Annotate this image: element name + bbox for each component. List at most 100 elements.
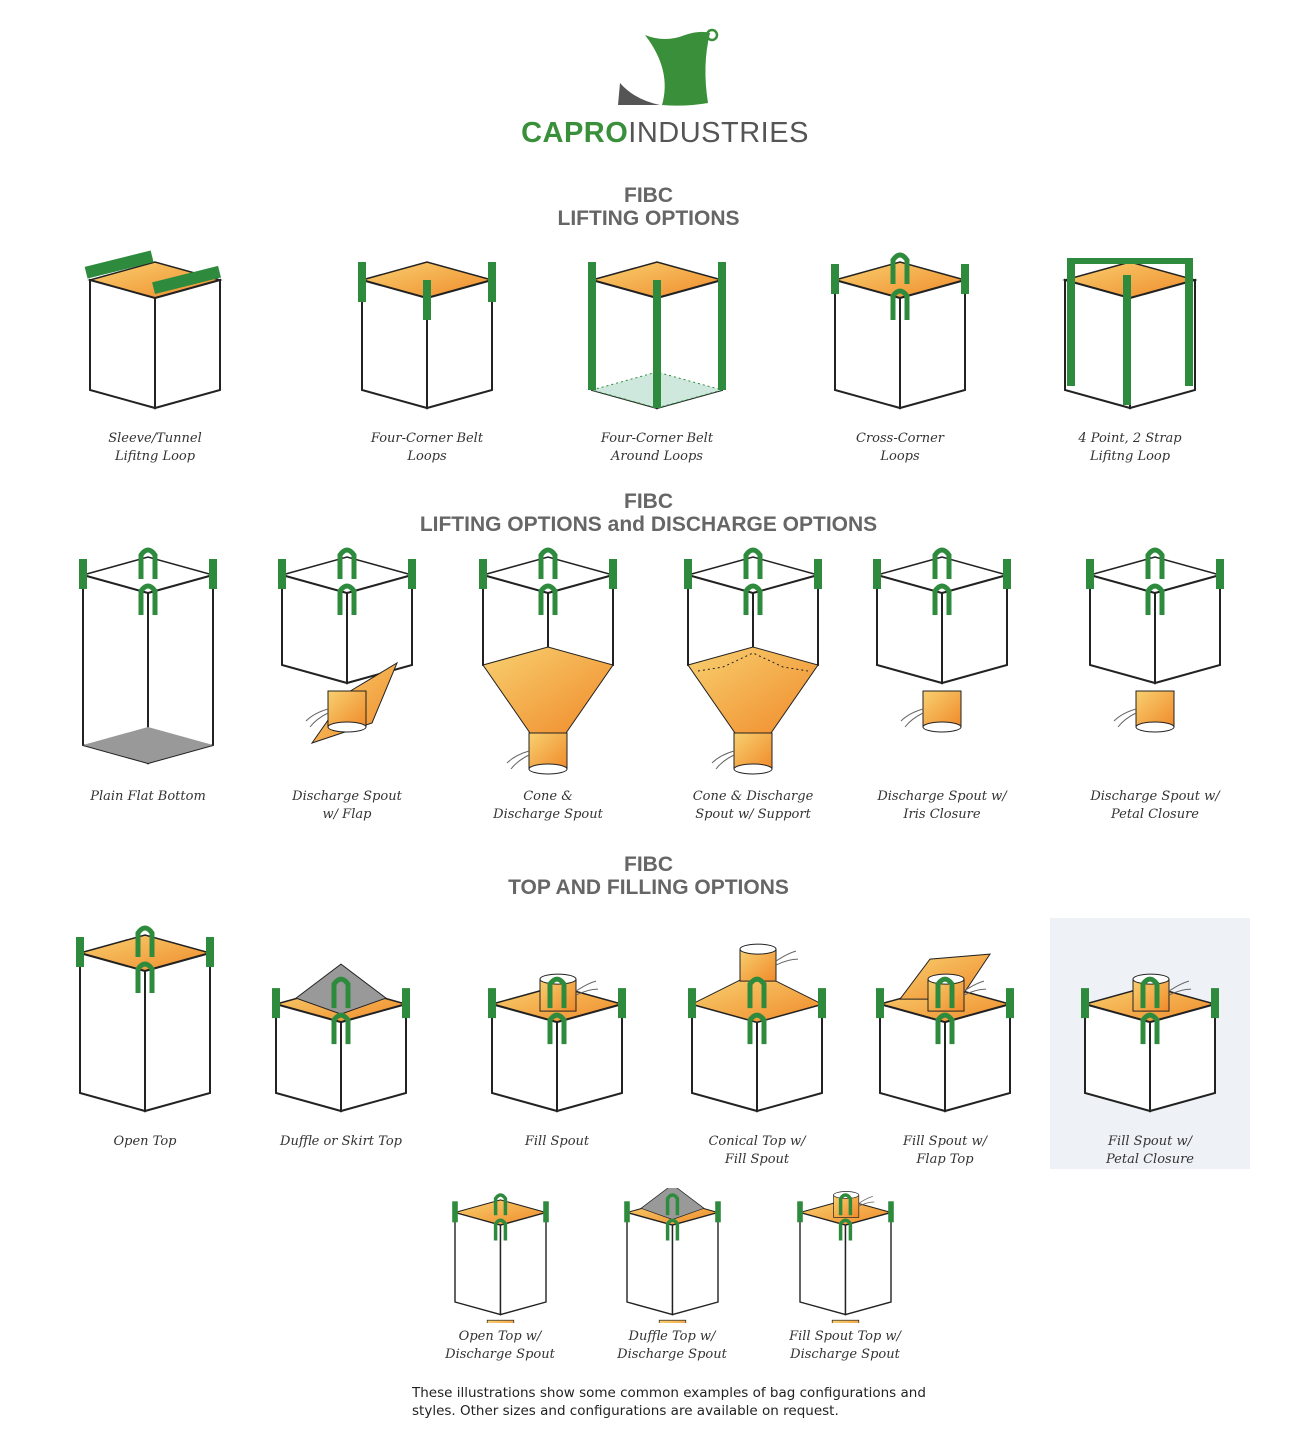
label-line1: Conical Top w/ <box>708 1134 806 1149</box>
label-line2: Discharge Spout <box>445 1347 555 1362</box>
label-line1: 4 Point, 2 Strap <box>1078 431 1182 446</box>
label-line1: Cone & Discharge <box>692 789 814 804</box>
bag-cone-icon <box>479 547 617 775</box>
combo-option-filldis: Fill Spout Top w/Discharge Spout <box>745 1188 945 1364</box>
label-line2: Lifitng Loop <box>114 449 196 464</box>
discharge-option-iris: Discharge Spout w/Iris Closure <box>842 540 1042 824</box>
heading-line2: LIFTING OPTIONS and DISCHARGE OPTIONS <box>419 513 878 536</box>
label-line1: Duffle or Skirt Top <box>280 1134 402 1149</box>
top-option-flaptop: Fill Spout w/Flap Top <box>845 918 1045 1169</box>
bag-around-icon <box>588 261 726 410</box>
heading-line1: FIBC <box>624 490 673 513</box>
bag-twostrap-icon <box>1062 258 1198 410</box>
heading-line2: LIFTING OPTIONS <box>557 207 740 230</box>
bag-opendis-icon <box>451 1193 549 1323</box>
logo: CAPROINDUSTRIES <box>520 25 810 155</box>
top-option-open: Open Top <box>45 918 245 1151</box>
bag-duffledis-icon <box>623 1188 721 1323</box>
label-line1: Open Top <box>113 1134 177 1149</box>
top-option-conical: Conical Top w/Fill Spout <box>657 918 857 1169</box>
option-label: Cone &Discharge Spout <box>448 788 648 824</box>
footer-note: These illustrations show some common exa… <box>412 1385 926 1419</box>
bag-sleeve-icon <box>84 250 223 410</box>
combo-option-opendis: Open Top w/Discharge Spout <box>400 1188 600 1364</box>
heading-line1: FIBC <box>624 184 673 207</box>
bag-conical-icon <box>688 943 826 1113</box>
label-line1: Fill Spout <box>524 1134 590 1149</box>
bag-cross-icon <box>831 252 969 410</box>
label-line1: Open Top w/ <box>458 1329 542 1344</box>
option-label: Open Top <box>45 1133 245 1151</box>
logo-bag-icon <box>618 28 719 106</box>
option-label: Fill Spout <box>457 1133 657 1151</box>
label-line2: Discharge Spout <box>790 1347 900 1362</box>
label-line1: Duffle Top w/ <box>628 1329 716 1344</box>
option-label: Duffle or Skirt Top <box>241 1133 441 1151</box>
label-line2: w/ Flap <box>322 807 372 822</box>
bag-petaltop-icon <box>1081 973 1219 1113</box>
option-label: Open Top w/Discharge Spout <box>400 1328 600 1364</box>
option-label: Discharge Spout w/Iris Closure <box>842 788 1042 824</box>
label-line1: Sleeve/Tunnel <box>108 431 202 446</box>
top-option-duffle: Duffle or Skirt Top <box>241 918 441 1151</box>
label-line2: Petal Closure <box>1105 1152 1194 1167</box>
label-line1: Fill Spout w/ <box>1108 1134 1192 1149</box>
label-line2: Loops <box>880 449 920 464</box>
label-line2: Petal Closure <box>1110 807 1199 822</box>
option-label: Plain Flat Bottom <box>48 788 248 806</box>
top-option-petaltop: Fill Spout w/Petal Closure <box>1050 918 1250 1169</box>
label-line2: Flap Top <box>916 1152 974 1167</box>
heading-line1: FIBC <box>624 853 673 876</box>
bag-open-icon <box>76 925 214 1113</box>
bag-corner-icon <box>358 261 496 410</box>
discharge-option-cone: Cone &Discharge Spout <box>448 540 648 824</box>
logo-bold: CAPRO <box>521 117 629 149</box>
label-line1: Cone & <box>523 789 573 804</box>
top-option-fillspout: Fill Spout <box>457 918 657 1151</box>
label-line2: Loops <box>407 449 447 464</box>
label-line1: Fill Spout Top w/ <box>789 1329 901 1344</box>
bag-iris-icon <box>873 547 1011 733</box>
label-line1: Plain Flat Bottom <box>90 789 206 804</box>
label-line1: Four-Corner Belt <box>600 431 714 446</box>
logo-regular: INDUSTRIES <box>628 117 809 149</box>
label-line1: Cross-Corner <box>856 431 944 446</box>
option-label: Discharge Spout w/Petal Closure <box>1055 788 1255 824</box>
option-label: Duffle Top w/Discharge Spout <box>572 1328 772 1364</box>
label-line2: Discharge Spout <box>617 1347 727 1362</box>
label-line2: Around Loops <box>611 449 703 464</box>
bag-flat-icon <box>79 547 217 765</box>
label-line2: Lifitng Loop <box>1089 449 1171 464</box>
label-line1: Discharge Spout w/ <box>877 789 1007 804</box>
label-line1: Four-Corner Belt <box>370 431 484 446</box>
label-line2: Spout w/ Support <box>695 807 811 822</box>
bag-conesupport-icon <box>684 547 822 775</box>
bag-fillspout-icon <box>488 973 626 1113</box>
label-line1: Fill Spout w/ <box>903 1134 987 1149</box>
bag-filldis-icon <box>796 1191 894 1323</box>
bag-petal-icon <box>1086 547 1224 733</box>
combo-option-duffledis: Duffle Top w/Discharge Spout <box>572 1188 772 1364</box>
company-name: CAPROINDUSTRIES <box>520 117 810 150</box>
label-line2: Iris Closure <box>903 807 981 822</box>
bag-flaptop-icon <box>876 953 1014 1113</box>
heading-line2: TOP AND FILLING OPTIONS <box>508 876 789 899</box>
option-label: Conical Top w/Fill Spout <box>657 1133 857 1169</box>
discharge-option-petal: Discharge Spout w/Petal Closure <box>1055 540 1255 824</box>
label-line1: Discharge Spout w/ <box>1090 789 1220 804</box>
